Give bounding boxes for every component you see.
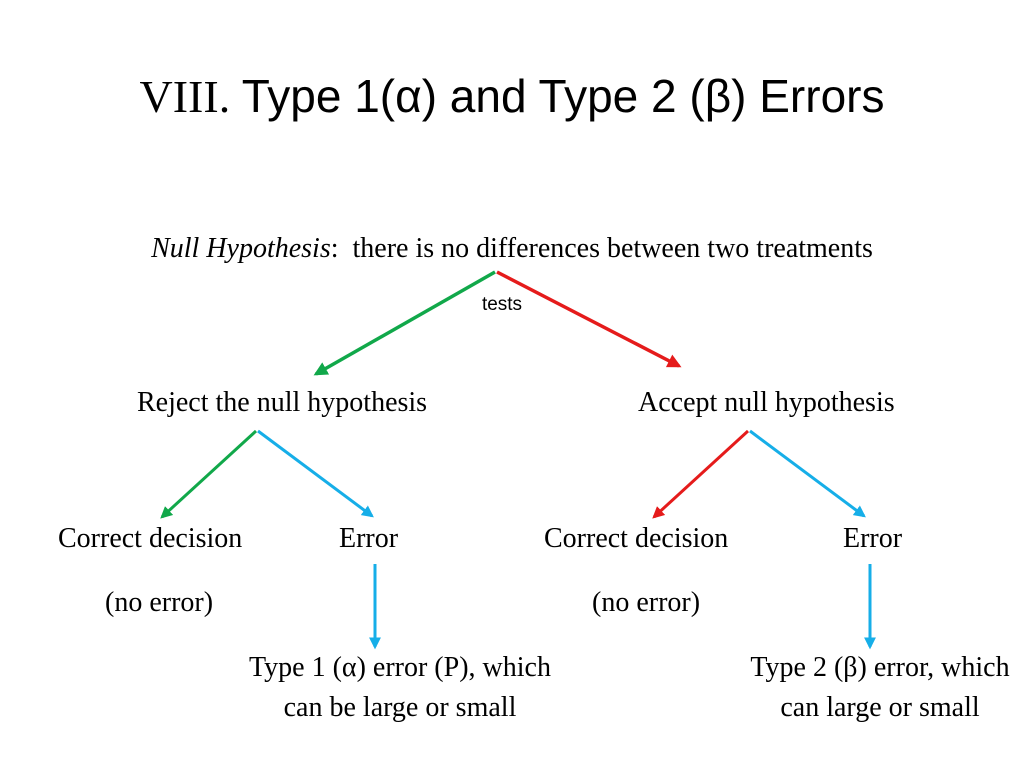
arrow-accept-to-correct xyxy=(652,429,750,519)
left-no-error-note: (no error) xyxy=(105,587,214,618)
title-prefix: VIII. xyxy=(139,71,231,122)
right-error-label: Error xyxy=(843,523,903,554)
reject-null-label: Reject the null hypothesis xyxy=(137,387,428,418)
left-correct-decision-label: Correct decision xyxy=(58,523,243,554)
left-error-label: Error xyxy=(339,523,399,554)
accept-null-label: Accept null hypothesis xyxy=(638,387,895,418)
null-hypothesis-label: Null Hypothesis xyxy=(151,233,331,264)
arrow-reject-to-error xyxy=(257,429,374,518)
null-hypothesis-statement: Null Hypothesis: there is no differences… xyxy=(0,232,1024,266)
slide-title: VIII. Type 1(α) and Type 2 (β) Errors xyxy=(0,66,1024,127)
arrow-accept-to-error xyxy=(749,429,866,518)
arrow-to-accept xyxy=(496,270,682,368)
arrow-to-reject xyxy=(313,270,496,376)
type2-error-description: Type 2 (β) error, which can large or sma… xyxy=(750,652,1010,723)
arrow-reject-to-correct xyxy=(160,429,258,519)
right-correct-decision-label: Correct decision xyxy=(544,523,729,554)
null-hypothesis-text: there is no differences between two trea… xyxy=(352,233,873,264)
tests-label: tests xyxy=(481,294,523,315)
title-main: Type 1(α) and Type 2 (β) Errors xyxy=(241,70,885,122)
null-hypothesis-separator: : xyxy=(330,233,339,264)
right-no-error-note: (no error) xyxy=(592,587,701,618)
type1-error-description: Type 1 (α) error (P), which can be large… xyxy=(249,652,551,723)
